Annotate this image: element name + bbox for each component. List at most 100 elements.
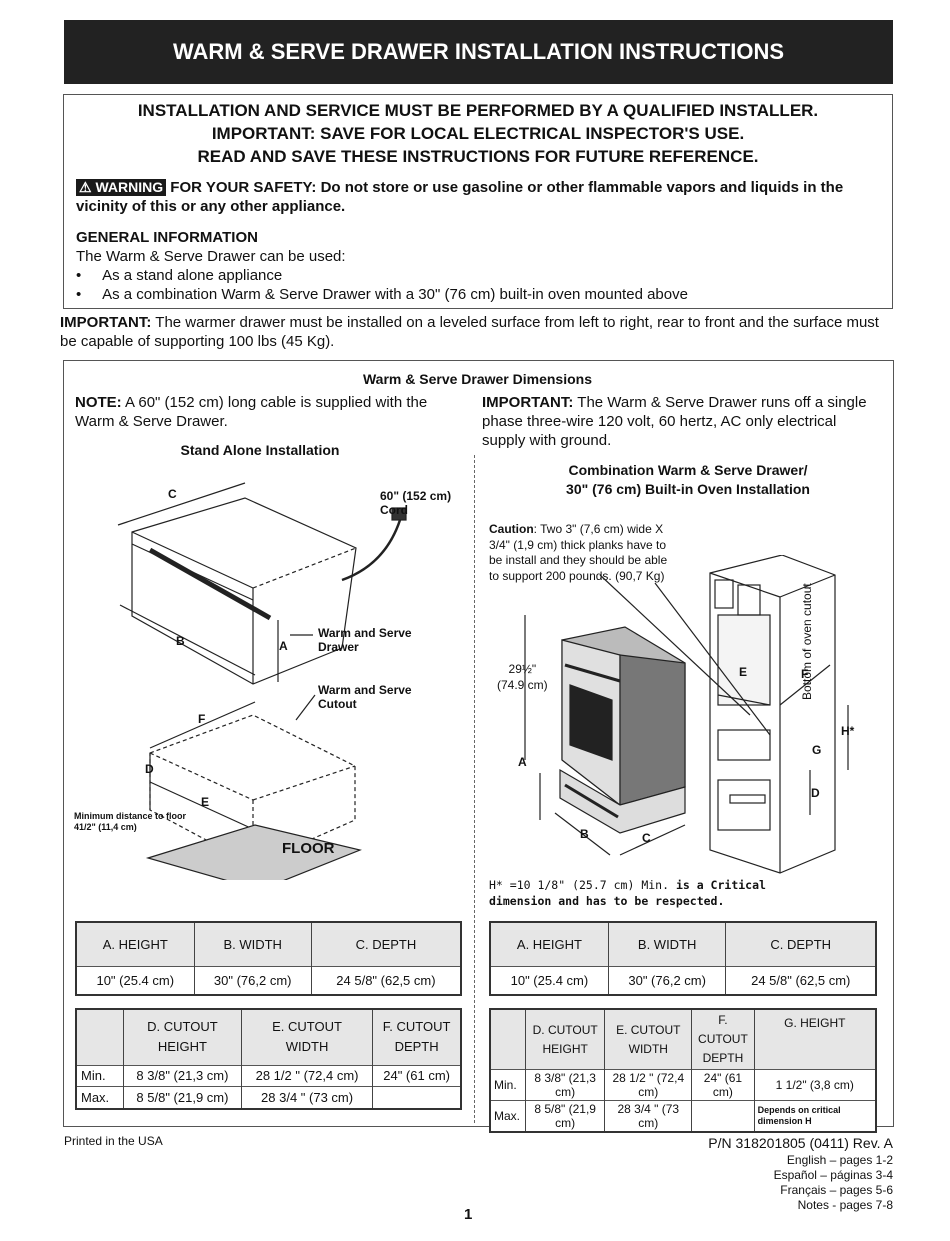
page-number: 1 — [464, 1206, 473, 1223]
value-a-height: 10" (25.4 cm) — [490, 965, 609, 995]
row-label: Max. — [490, 1100, 526, 1132]
cord-label-2: Cord — [380, 503, 408, 517]
cell-d: 8 3/8" (21,3 cm) — [524, 1069, 605, 1101]
general-bullet: • As a stand alone appliance — [76, 267, 283, 284]
cutout-label: Warm and Serve Cutout — [318, 683, 412, 711]
combo-title-line-1: Combination Warm & Serve Drawer/ — [568, 462, 808, 478]
caution-line-2: 3/4" (1,9 cm) thick planks have to — [489, 537, 667, 552]
warning-badge-label: WARNING — [95, 179, 164, 195]
printed-in-usa: Printed in the USA — [64, 1134, 163, 1148]
letter-b-right: B — [580, 827, 589, 841]
page-title: WARM & SERVE DRAWER INSTALLATION INSTRUC… — [64, 20, 893, 84]
letter-f-left: F — [198, 712, 206, 726]
floor-label: FLOOR — [282, 840, 335, 857]
letter-a-left: A — [279, 639, 288, 653]
cutout-label-1: Warm and Serve — [318, 683, 412, 697]
cell-g: 1 1/2" (3,8 cm) — [753, 1069, 876, 1101]
h-note-part-2: dimension and has to be respected. — [489, 894, 725, 908]
cell-g: Depends on critical dimension H — [753, 1100, 876, 1132]
header-b-width: B. WIDTH — [193, 922, 312, 966]
note-label: NOTE: — [75, 394, 122, 411]
drawer-label-1: Warm and Serve — [318, 626, 412, 640]
part-number: P/N 318201805 (0411) Rev. A — [708, 1135, 893, 1151]
cell-f: 24" (61 cm) — [691, 1069, 755, 1101]
important-electrical-label: IMPORTANT: — [482, 394, 574, 411]
caution-line-3: be install and they should be able — [489, 553, 668, 567]
cell-e: 28 3/4 " (73 cm) — [604, 1100, 692, 1132]
important-level-label: IMPORTANT: — [60, 314, 152, 331]
note-text: A 60" (152 cm) long cable is supplied wi… — [75, 394, 428, 430]
safety-line-1: INSTALLATION AND SERVICE MUST BE PERFORM… — [137, 101, 819, 120]
min-distance-1: Minimum distance to floor — [74, 811, 187, 821]
language-pages: English – pages 1-2 — [786, 1153, 893, 1167]
oven-height-label: 29½" (74.9 cm) — [497, 661, 548, 693]
caution-line-1: : Two 3" (7,6 cm) wide X — [533, 522, 664, 536]
letter-g-right: G — [812, 743, 822, 757]
value-b-width: 30" (76,2 cm) — [193, 965, 312, 995]
combination-diagram — [524, 555, 849, 874]
value-b-width: 30" (76,2 cm) — [607, 965, 726, 995]
value-c-depth: 24 5/8" (62,5 cm) — [725, 965, 876, 995]
cord-label: 60" (152 cm) Cord — [380, 489, 451, 517]
cell-f — [691, 1100, 755, 1132]
row-label: Min. — [490, 1069, 526, 1101]
value-a-height: 10" (25.4 cm) — [76, 965, 195, 995]
general-bullet-text: As a combination Warm & Serve Drawer wit… — [102, 286, 688, 303]
language-pages: Español – páginas 3-4 — [773, 1168, 893, 1182]
bottom-cutout-label: Bottom of oven cutout — [800, 583, 814, 700]
header-c-depth: C. DEPTH — [310, 922, 461, 966]
header-c-depth: C. DEPTH — [725, 922, 876, 966]
row-label: Min. — [76, 1064, 124, 1087]
letter-e-right: E — [739, 665, 748, 679]
letter-d-right: D — [811, 786, 820, 800]
drawer-label-2: Drawer — [318, 640, 359, 654]
general-bullet: • As a combination Warm & Serve Drawer w… — [76, 286, 688, 303]
warning-triangle-icon: ⚠ — [79, 179, 92, 195]
h-note-bold: is a Critical — [675, 878, 766, 892]
value-c-depth: 24 5/8" (62,5 cm) — [310, 965, 461, 995]
caution-line-4: to support 200 pounds. (90,7 Kg) — [489, 568, 665, 583]
cell-f — [372, 1086, 461, 1109]
language-pages: Français – pages 5-6 — [780, 1183, 893, 1197]
min-distance-label: Minimum distance to floor 41/2" (11,4 cm… — [74, 811, 186, 833]
header-g-height: G. HEIGHT — [753, 1009, 876, 1070]
warning-badge: ⚠ WARNING — [76, 179, 167, 196]
dimensions-box — [63, 360, 894, 1127]
note-cable: NOTE: A 60" (152 cm) long cable is suppl… — [75, 393, 467, 431]
drawer-label: Warm and Serve Drawer — [318, 626, 412, 654]
header-a-height: A. HEIGHT — [516, 936, 582, 952]
warning-paragraph: ⚠ WARNING FOR YOUR SAFETY: Do not store … — [76, 178, 878, 216]
letter-c-left: C — [168, 487, 177, 501]
cord-label-1: 60" (152 cm) — [380, 489, 452, 503]
header-b-width: B. WIDTH — [607, 922, 726, 966]
table-row: Max. 8 5/8" (21,9 cm) 28 3/4 " (73 cm) D… — [490, 1100, 876, 1132]
footer-right: P/N 318201805 (0411) Rev. A English – pa… — [708, 1136, 893, 1213]
combo-title: Combination Warm & Serve Drawer/ 30" (76… — [478, 461, 898, 499]
letter-c-right: C — [642, 831, 651, 845]
cell-d: 8 3/8" (21,3 cm) — [123, 1064, 242, 1087]
min-distance-2: 41/2" (11,4 cm) — [74, 822, 137, 832]
cutout-label-2: Cutout — [318, 697, 357, 711]
oven-height-2: (74.9 cm) — [497, 678, 548, 692]
important-electrical-text: The Warm & Serve Drawer runs off a singl… — [482, 394, 867, 449]
safety-line-3: READ AND SAVE THESE INSTRUCTIONS FOR FUT… — [197, 147, 759, 166]
general-info-intro: The Warm & Serve Drawer can be used: — [76, 248, 346, 265]
caution-note: Caution: Two 3" (7,6 cm) wide X 3/4" (1,… — [489, 522, 689, 584]
stand-alone-title: Stand Alone Installation — [180, 442, 340, 458]
cell-d: 8 5/8" (21,9 cm) — [524, 1100, 605, 1132]
table-row: Min. 8 3/8" (21,3 cm) 28 1/2 " (72,4 cm)… — [76, 1064, 461, 1087]
safety-box: INSTALLATION AND SERVICE MUST BE PERFORM… — [63, 94, 893, 309]
letter-b-left: B — [176, 634, 185, 648]
header-a-height: A. HEIGHT — [102, 936, 168, 952]
important-level-note: IMPORTANT: The warmer drawer must be ins… — [60, 313, 896, 351]
letter-e-left: E — [201, 795, 210, 809]
table-row: Max. 8 5/8" (21,9 cm) 28 3/4 " (73 cm) — [76, 1086, 461, 1109]
dimensions-heading: Warm & Serve Drawer Dimensions — [362, 371, 592, 387]
